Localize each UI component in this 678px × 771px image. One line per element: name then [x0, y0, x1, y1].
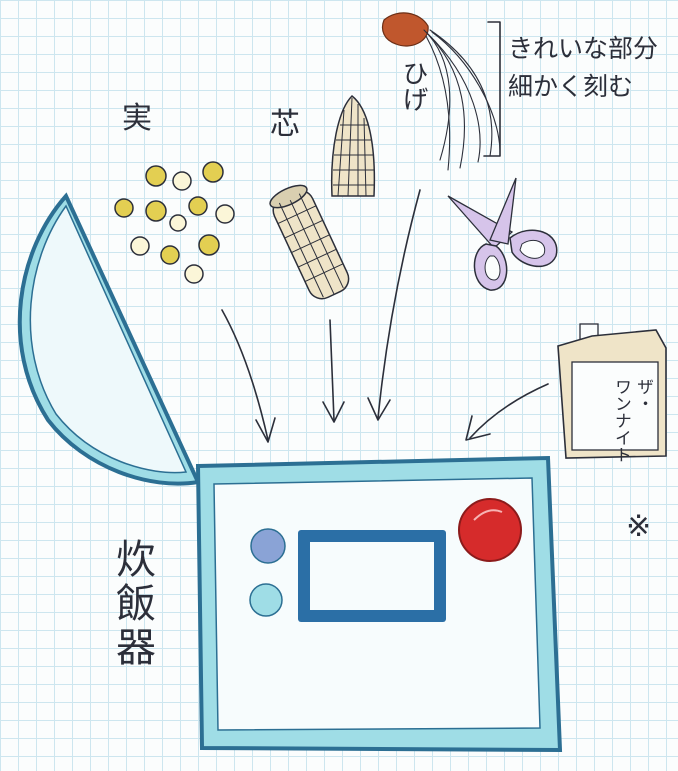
arrow-kernels	[221, 309, 269, 441]
label-silk: ひげ	[398, 60, 428, 112]
silk-note: きれいな部分 細かく刻む	[508, 30, 658, 105]
kernel	[114, 198, 134, 218]
rice-cooker-lid	[17, 192, 201, 486]
kernel	[215, 204, 235, 224]
corn-kernels	[114, 161, 235, 284]
corn-cob-standing	[330, 95, 376, 197]
arrowhead-silk	[367, 397, 391, 421]
cooker-button-light	[249, 583, 283, 617]
cooker-button-red-highlight	[473, 509, 503, 521]
seasoning-label: ザ・ ワンナイト	[578, 378, 654, 463]
kernel	[130, 236, 150, 256]
kernel	[169, 214, 187, 232]
kernel	[145, 165, 167, 187]
arrowhead-seasoning	[465, 415, 491, 441]
kernel	[202, 161, 224, 183]
corn-cob-tilted	[269, 184, 350, 300]
kernel	[184, 264, 204, 284]
arrow-core	[329, 319, 335, 421]
label-rice-cooker: 炊飯器	[109, 538, 155, 670]
arrowhead-core	[322, 401, 345, 423]
note-bracket	[483, 21, 501, 157]
cooker-button-blue	[250, 528, 286, 564]
silk-note-line2: 細かく刻む	[508, 71, 634, 101]
silk-note-line1: きれいな部分	[508, 34, 659, 63]
kernel	[172, 171, 192, 191]
arrow-silk	[377, 189, 421, 419]
asterisk-mark: ※	[626, 509, 652, 544]
kernel	[198, 234, 220, 256]
corn-silk	[381, 12, 501, 171]
kernel	[145, 200, 167, 222]
arrowhead-kernels	[255, 417, 276, 443]
label-kernels: 実	[122, 101, 152, 136]
kernel	[160, 245, 180, 265]
cooker-button-red	[458, 498, 522, 562]
scissors-icon	[447, 177, 558, 291]
seasoning-package	[557, 323, 667, 459]
seasoning-label-line1: ザ・	[633, 378, 653, 412]
kernel	[188, 196, 208, 216]
arrow-seasoning	[469, 383, 549, 439]
label-core: 芯	[270, 107, 300, 142]
seasoning-label-line2: ワンナイト	[610, 378, 631, 463]
cooker-display	[298, 530, 446, 622]
